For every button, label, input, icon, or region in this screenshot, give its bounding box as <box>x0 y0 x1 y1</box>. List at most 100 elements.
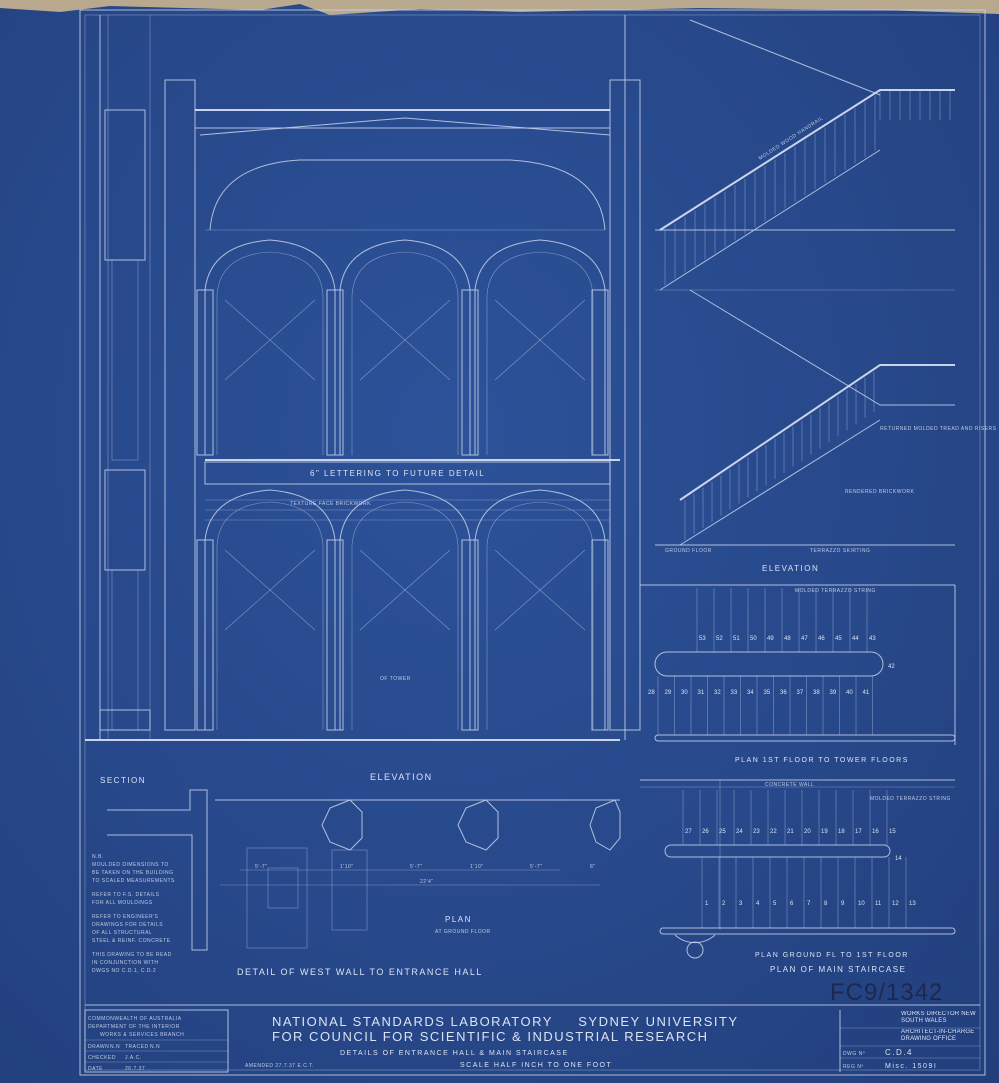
org-line-2: DEPARTMENT OF THE INTERIOR <box>88 1024 180 1030</box>
archive-stamp: FC9/1342 <box>830 979 943 1006</box>
column <box>461 289 479 456</box>
step-number: 52 <box>716 636 723 642</box>
diagonal <box>359 299 451 381</box>
note-line: N.B. <box>92 854 104 860</box>
step-number: 16 <box>872 829 879 835</box>
molded-string-note-lower: MOLDED TERRAZZO STRING <box>870 796 951 802</box>
step-number: 40 <box>846 690 853 696</box>
step-number: 11 <box>875 901 882 907</box>
note-line: FOR ALL MOULDINGS <box>92 900 153 906</box>
dimension: 8" <box>590 864 596 870</box>
step-number: 28 <box>648 690 655 696</box>
step-number: 34 <box>747 690 754 696</box>
step-number: 6 <box>790 901 794 907</box>
drawn-label: DRAWN <box>88 1044 109 1050</box>
plan-ground-label: PLAN <box>445 915 472 924</box>
step-number: 13 <box>909 901 916 907</box>
step-number: 2 <box>722 901 726 907</box>
amended-note: AMENDED 27.7.37 E.C.T. <box>245 1063 314 1069</box>
landing-number-upper: 42 <box>888 664 895 670</box>
title-line-2: FOR COUNCIL FOR SCIENTIFIC & INDUSTRIAL … <box>272 1029 709 1044</box>
step-number: 24 <box>736 829 743 835</box>
diagonal <box>359 549 451 631</box>
step-number: 22 <box>770 829 777 835</box>
handrail-note: MOLDED WOOD HANDRAIL <box>758 115 825 161</box>
step-number: 51 <box>733 636 740 642</box>
step-number: 1 <box>705 901 709 907</box>
arches <box>196 239 609 731</box>
step-number: 35 <box>764 690 771 696</box>
terrazzo-skirting-note: TERRAZZO SKIRTING <box>810 548 870 554</box>
lettering-note: 6" LETTERING TO FUTURE DETAIL <box>310 469 485 478</box>
hall-elevation-label: ELEVATION <box>370 772 433 782</box>
section-label: SECTION <box>100 776 146 785</box>
dimension: 1'10" <box>470 864 484 870</box>
step-number: 7 <box>807 901 811 907</box>
rendered-brickwork-note: RENDERED BRICKWORK <box>845 489 914 495</box>
dwg-no-value: C.D.4 <box>885 1048 913 1057</box>
note-line: OF ALL STRUCTURAL <box>92 930 152 936</box>
inner-border <box>84 14 981 1071</box>
checked-value: J.A.C. <box>125 1055 142 1061</box>
step-number: 8 <box>824 901 828 907</box>
step-number: 4 <box>756 901 760 907</box>
step-number: 9 <box>841 901 845 907</box>
landing-number-lower: 14 <box>895 856 902 862</box>
plan-ground-sublabel: AT GROUND FLOOR <box>435 929 491 935</box>
plan-upper-label: PLAN 1ST FLOOR TO TOWER FLOORS <box>735 757 909 764</box>
date-label: DATE <box>88 1066 103 1072</box>
arch-inner <box>351 251 459 455</box>
step-number: 36 <box>780 690 787 696</box>
step-number: 12 <box>892 901 899 907</box>
brickwork-note: TEXTURE FACE BRICKWORK <box>290 501 371 507</box>
arch-inner <box>486 501 594 730</box>
step-number: 45 <box>835 636 842 642</box>
west-wall-plan: 5'-7" 1'10" 5'-7" 1'10" 5'-7" 8" 22'4" P… <box>107 789 621 977</box>
torn-edge <box>0 0 999 15</box>
tower-note: OF TOWER <box>380 676 411 682</box>
dimension: 5'-7" <box>255 864 267 870</box>
note-line: BE TAKEN ON THE BUILDING <box>92 870 173 876</box>
org-line-3: WORKS & SERVICES BRANCH <box>100 1032 184 1038</box>
arch-inner <box>351 501 459 730</box>
architect-in-charge: ARCHITECT-IN-CHARGE DRAWING OFFICE <box>901 1029 975 1042</box>
org-line-1: COMMONWEALTH OF AUSTRALIA <box>88 1016 182 1022</box>
arch-inner <box>216 501 324 730</box>
column <box>461 539 479 731</box>
step-number: 43 <box>869 636 876 642</box>
diagonal <box>494 299 586 381</box>
title-block: COMMONWEALTH OF AUSTRALIA DEPARTMENT OF … <box>84 1004 980 1073</box>
step-number: 20 <box>804 829 811 835</box>
step-number: 44 <box>852 636 859 642</box>
step-number: 26 <box>702 829 709 835</box>
arch <box>339 239 471 455</box>
date-value: 26.7.37 <box>125 1066 145 1072</box>
step-number: 47 <box>801 636 808 642</box>
diagonal <box>494 549 586 631</box>
note-line: DRAWINGS FOR DETAILS <box>92 922 163 928</box>
step-number: 29 <box>665 690 672 696</box>
drawing-scale: SCALE HALF INCH TO ONE FOOT <box>460 1062 612 1069</box>
column <box>196 539 214 731</box>
checked-label: CHECKED <box>88 1055 116 1061</box>
step-number: 50 <box>750 636 757 642</box>
title-line-1: NATIONAL STANDARDS LABORATORY SYDNEY UNI… <box>272 1014 739 1029</box>
note-line: REFER TO ENGINEER'S <box>92 914 159 920</box>
step-number: 41 <box>863 690 870 696</box>
note-line: THIS DRAWING TO BE READ <box>92 952 172 958</box>
arch <box>204 489 336 730</box>
arch <box>339 489 471 730</box>
step-number: 32 <box>714 690 721 696</box>
step-number: 37 <box>797 690 804 696</box>
reg-no-value: Misc. 1509I <box>885 1063 937 1070</box>
column <box>326 289 344 456</box>
step-number: 19 <box>821 829 828 835</box>
step-number: 49 <box>767 636 774 642</box>
west-wall-label: DETAIL OF WEST WALL TO ENTRANCE HALL <box>237 967 483 977</box>
drawing-subtitle: DETAILS OF ENTRANCE HALL & MAIN STAIRCAS… <box>340 1050 569 1057</box>
works-director: WORKS DIRECTOR NEW SOUTH WALES <box>901 1011 976 1024</box>
